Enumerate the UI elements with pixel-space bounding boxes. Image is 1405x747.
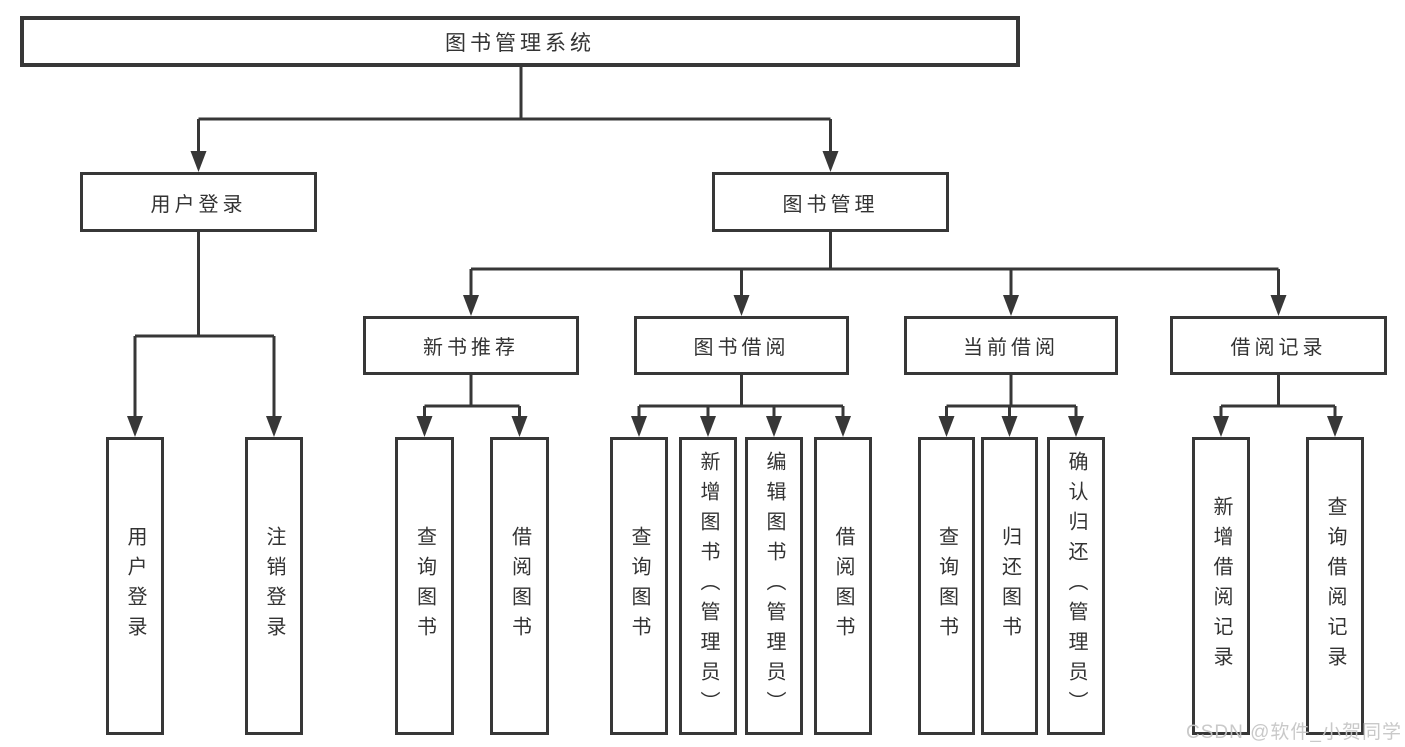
connector-book-borrow [631,375,851,437]
node-root: 图书管理系统 [20,16,1020,67]
leaf-cb-return-books: 归还图书 [981,437,1038,735]
watermark: CSDN @软件_小贺同学 [1186,722,1402,743]
leaf-cb-confirm-return-admin: 确认归还（管理员） [1047,437,1105,735]
leaf-nb-borrow-books: 借阅图书 [490,437,549,735]
connector-root [190,67,839,172]
node-book-borrow: 图书借阅 [634,316,849,375]
leaf-bb-borrow-books: 借阅图书 [814,437,872,735]
leaf-logout: 注销登录 [245,437,303,735]
leaf-br-add-borrow-record: 新增借阅记录 [1192,437,1250,735]
leaf-bb-query-books: 查询图书 [610,437,668,735]
leaf-cb-query-books: 查询图书 [918,437,975,735]
node-borrow-records: 借阅记录 [1170,316,1387,375]
node-user-login: 用户登录 [80,172,317,232]
leaf-br-query-borrow-record: 查询借阅记录 [1306,437,1364,735]
connector-current-borrow [938,375,1084,437]
leaf-bb-edit-books-admin: 编辑图书（管理员） [745,437,803,735]
connector-new-books [416,375,528,437]
connector-book-mgmt [463,232,1287,316]
leaf-user-login: 用户登录 [106,437,164,735]
node-current-borrow: 当前借阅 [904,316,1118,375]
connector-borrow-records [1213,375,1343,437]
leaf-bb-add-books-admin: 新增图书（管理员） [679,437,737,735]
leaf-nb-query-books: 查询图书 [395,437,454,735]
connector-user-login [127,232,282,437]
node-new-book-recommend: 新书推荐 [363,316,579,375]
node-book-mgmt: 图书管理 [712,172,949,232]
